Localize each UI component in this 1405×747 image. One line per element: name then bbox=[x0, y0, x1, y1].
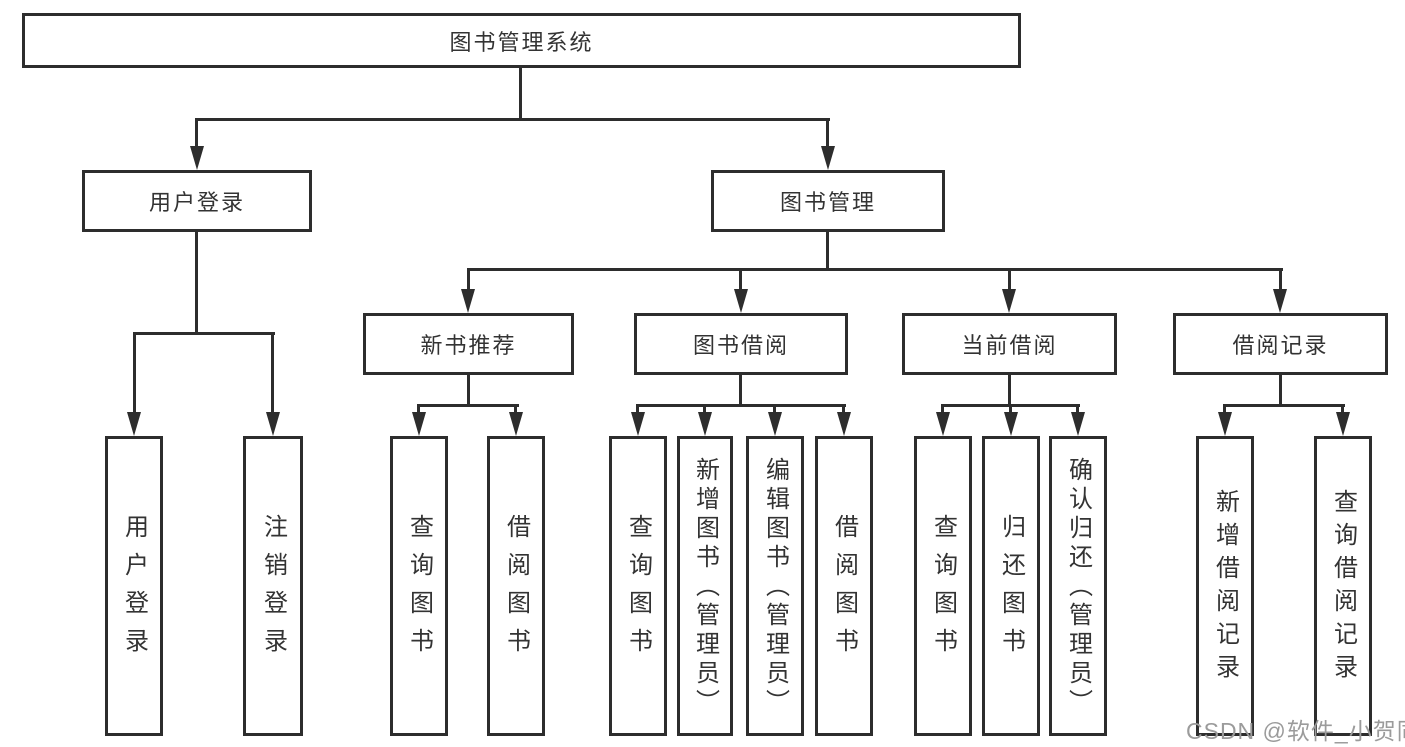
node-leaf-add-borrow-record: 新增借阅记录 bbox=[1196, 436, 1254, 736]
connector-book-management-stem bbox=[826, 232, 829, 270]
connector-drop-borrow-records bbox=[1279, 268, 1282, 291]
node-leaf-return-books: 归还图书 bbox=[982, 436, 1040, 736]
arrow-down-icon bbox=[837, 412, 851, 436]
connector-borrow-records-bar bbox=[1223, 404, 1345, 407]
connector-borrow-records-stem bbox=[1279, 375, 1282, 406]
node-leaf-query-books-recommend: 查询图书 bbox=[390, 436, 448, 736]
node-leaf-edit-books-admin: 编辑图书（管理员） bbox=[746, 436, 804, 736]
node-leaf-confirm-return-admin: 确认归还（管理员） bbox=[1049, 436, 1107, 736]
node-label: 查询图书 bbox=[405, 513, 433, 666]
arrow-down-icon bbox=[1002, 289, 1016, 313]
node-book-management: 图书管理 bbox=[711, 170, 945, 232]
arrow-down-icon bbox=[734, 289, 748, 313]
connector-drop-leaf bbox=[1223, 404, 1226, 414]
node-leaf-borrow-books: 借阅图书 bbox=[815, 436, 873, 736]
connector-drop-user-login bbox=[195, 118, 198, 146]
node-label: 新书推荐 bbox=[420, 333, 517, 358]
connector-drop-leaf bbox=[1009, 404, 1012, 414]
connector-drop-leaf bbox=[941, 404, 944, 414]
node-user-login: 用户登录 bbox=[82, 170, 312, 232]
node-label: 用户登录 bbox=[148, 190, 245, 215]
connector-drop-book-management bbox=[826, 118, 829, 146]
arrow-down-icon bbox=[1218, 412, 1232, 436]
node-new-book-recommend: 新书推荐 bbox=[363, 313, 574, 375]
connector-current-borrow-stem bbox=[1008, 375, 1011, 406]
node-label: 查询借阅记录 bbox=[1329, 489, 1357, 687]
connector-drop-leaf bbox=[842, 404, 845, 414]
connector-drop-current-borrow bbox=[1008, 268, 1011, 291]
node-label: 查询图书 bbox=[624, 513, 652, 666]
connector-book-borrow-bar bbox=[636, 404, 846, 407]
connector-new-book-bar bbox=[417, 404, 519, 407]
connector-root-bar bbox=[195, 118, 830, 121]
connector-drop-leaf bbox=[773, 404, 776, 414]
connector-drop-leaf bbox=[636, 404, 639, 414]
node-library-system: 图书管理系统 bbox=[22, 13, 1021, 68]
connector-drop-leaf bbox=[514, 404, 517, 414]
node-book-borrow: 图书借阅 bbox=[634, 313, 848, 375]
node-leaf-add-books-admin: 新增图书（管理员） bbox=[677, 436, 733, 736]
node-label: 图书借阅 bbox=[692, 333, 789, 358]
connector-drop-leaf bbox=[703, 404, 706, 414]
connector-root-stem bbox=[519, 68, 522, 120]
connector-drop-leaf bbox=[417, 404, 420, 414]
arrow-down-icon bbox=[1004, 412, 1018, 436]
node-label: 归还图书 bbox=[997, 513, 1025, 666]
arrow-down-icon bbox=[631, 412, 645, 436]
node-leaf-logout: 注销登录 bbox=[243, 436, 303, 736]
node-label: 新增图书（管理员） bbox=[691, 456, 719, 718]
connector-drop-leaf-user-login bbox=[133, 332, 136, 414]
arrow-down-icon bbox=[412, 412, 426, 436]
watermark: CSDN @软件_小贺同学 bbox=[1186, 718, 1405, 744]
arrow-down-icon bbox=[127, 412, 141, 436]
node-label: 查询图书 bbox=[929, 513, 957, 666]
connector-drop-leaf-logout bbox=[271, 332, 274, 414]
node-current-borrow: 当前借阅 bbox=[902, 313, 1117, 375]
node-label: 当前借阅 bbox=[961, 333, 1058, 358]
connector-book-management-bar bbox=[467, 268, 1283, 271]
connector-user-login-stem bbox=[195, 232, 198, 334]
connector-drop-new-book-recommend bbox=[467, 268, 470, 291]
node-label: 借阅图书 bbox=[502, 513, 530, 666]
node-label: 确认归还（管理员） bbox=[1064, 456, 1092, 718]
node-label: 注销登录 bbox=[259, 513, 287, 666]
arrow-down-icon bbox=[1071, 412, 1085, 436]
connector-drop-leaf bbox=[1341, 404, 1344, 414]
node-label: 编辑图书（管理员） bbox=[761, 456, 789, 718]
node-label: 图书管理 bbox=[779, 190, 876, 215]
node-label: 用户登录 bbox=[120, 513, 148, 666]
connector-drop-leaf bbox=[1076, 404, 1079, 414]
node-leaf-user-login: 用户登录 bbox=[105, 436, 163, 736]
node-leaf-query-borrow-record: 查询借阅记录 bbox=[1314, 436, 1372, 736]
arrow-down-icon bbox=[1336, 412, 1350, 436]
arrow-down-icon bbox=[190, 146, 204, 170]
node-borrow-records: 借阅记录 bbox=[1173, 313, 1388, 375]
connector-book-borrow-stem bbox=[739, 375, 742, 406]
arrow-down-icon bbox=[1273, 289, 1287, 313]
connector-new-book-stem bbox=[467, 375, 470, 406]
arrow-down-icon bbox=[266, 412, 280, 436]
arrow-down-icon bbox=[821, 146, 835, 170]
connector-drop-book-borrow bbox=[739, 268, 742, 291]
node-leaf-query-books-borrow: 查询图书 bbox=[609, 436, 667, 736]
arrow-down-icon bbox=[698, 412, 712, 436]
arrow-down-icon bbox=[936, 412, 950, 436]
arrow-down-icon bbox=[768, 412, 782, 436]
arrow-down-icon bbox=[461, 289, 475, 313]
node-label: 新增借阅记录 bbox=[1211, 489, 1239, 687]
node-label: 借阅记录 bbox=[1232, 333, 1329, 358]
node-leaf-borrow-books-recommend: 借阅图书 bbox=[487, 436, 545, 736]
node-label: 借阅图书 bbox=[830, 513, 858, 666]
connector-user-login-bar bbox=[133, 332, 275, 335]
arrow-down-icon bbox=[509, 412, 523, 436]
node-label: 图书管理系统 bbox=[449, 29, 594, 55]
node-leaf-query-books-current: 查询图书 bbox=[914, 436, 972, 736]
